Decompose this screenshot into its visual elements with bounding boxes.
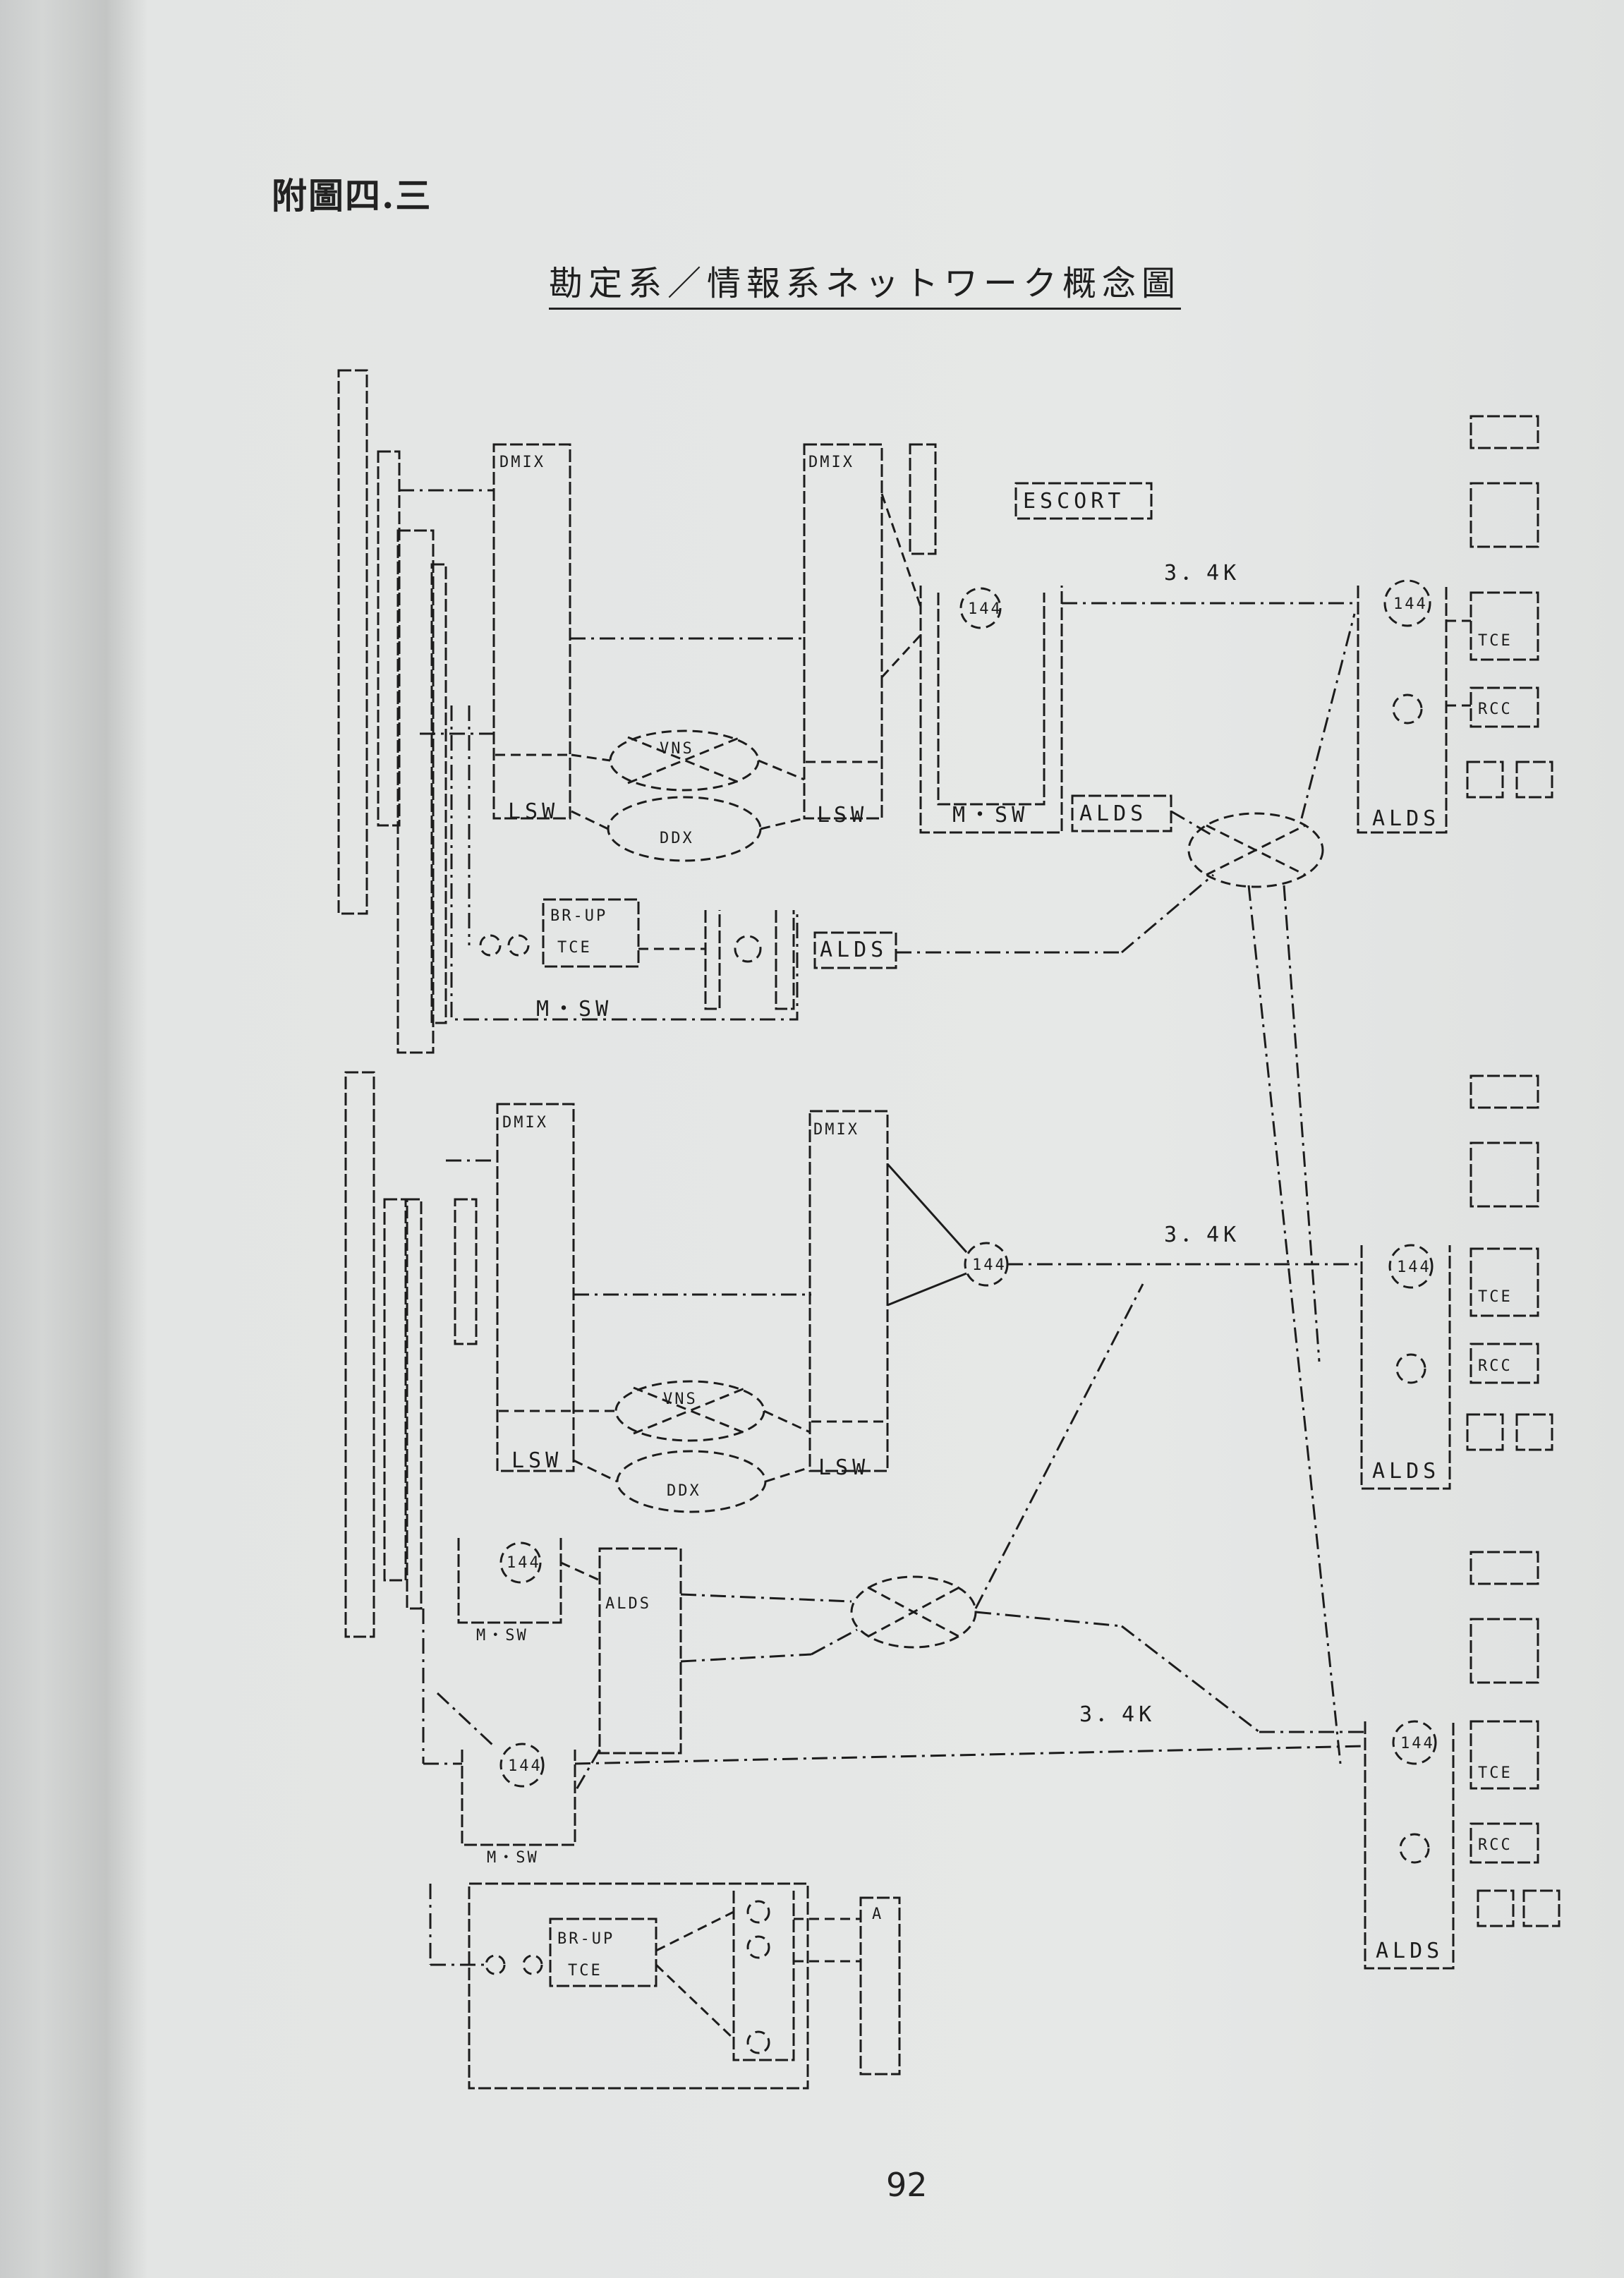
- page-number: 92: [886, 2166, 928, 2204]
- public-network-lower: ALDS 144 M・SW: [457, 1283, 1365, 1755]
- node-label: 144: [972, 1256, 1007, 1274]
- branch-office-2: 144 ALDS TCE RCC: [1360, 1074, 1553, 1490]
- node-label: TCE: [1478, 632, 1513, 650]
- node-label: ALDS: [1376, 1939, 1443, 1963]
- node-label: TCE: [1478, 1764, 1513, 1782]
- node-label: 144: [507, 1554, 541, 1572]
- vns-ddx-upper: VNS DDX: [571, 729, 805, 862]
- node-label: ALDS: [820, 938, 887, 962]
- escort-box: [1014, 482, 1153, 520]
- node-label: RCC: [1478, 701, 1513, 718]
- node-label: LSW: [508, 799, 559, 824]
- node-label: 144: [508, 1757, 543, 1775]
- node-label: BR-UP: [550, 907, 607, 925]
- node-label: DMIX: [499, 454, 545, 471]
- figure-label: 附圖四.三: [272, 175, 432, 217]
- node-label: BR-UP: [557, 1930, 614, 1948]
- computer-center-upper: DMIX LSW: [492, 443, 804, 824]
- remote-block-bottom: BR-UP TCE A: [429, 1882, 901, 2090]
- line-speed-labels: 3．4K 3．4K 3．4K: [1079, 561, 1240, 1727]
- main-office-upper: DMIX LSW ESCORT 144 M・SW ALDS: [803, 443, 1355, 834]
- node-label: DDX: [660, 830, 694, 847]
- node-label: DMIX: [813, 1121, 859, 1139]
- vns-ddx-lower: VNS DDX: [573, 1380, 811, 1513]
- node-label: M・SW: [487, 1849, 539, 1867]
- node-label: VNS: [663, 1391, 698, 1408]
- node-label: ALDS: [1372, 1459, 1440, 1484]
- node-label: ESCORT: [1023, 489, 1125, 514]
- node-label: 144: [1400, 1735, 1435, 1752]
- computer-center-lower: DMIX LSW: [446, 1103, 811, 1473]
- node-label: RCC: [1478, 1836, 1513, 1854]
- node-label: M・SW: [536, 997, 612, 1022]
- branch-office-1: 144 ALDS TCE RCC: [1357, 415, 1553, 834]
- svg-text:A: A: [872, 1906, 883, 1923]
- node-label: LSW: [818, 1455, 869, 1480]
- diagram-title: 勘定系／情報系ネットワーク概念圖: [549, 255, 1182, 310]
- speed-label: 3．4K: [1164, 561, 1240, 586]
- node-label: DMIX: [808, 454, 854, 471]
- osaka-center-lower: DMIX LSW 144: [808, 1110, 1362, 1480]
- node-label: DDX: [667, 1482, 701, 1500]
- node-label: TCE: [557, 939, 592, 957]
- node-label: TCE: [1478, 1288, 1513, 1306]
- node-label: TCE: [568, 1962, 602, 1980]
- node-label: RCC: [1478, 1357, 1513, 1375]
- node-label: 144: [1397, 1259, 1431, 1276]
- public-network-upper: [1170, 613, 1356, 1764]
- node-label: M・SW: [476, 1627, 528, 1644]
- node-label: ALDS: [605, 1595, 651, 1613]
- speed-label: 3．4K: [1079, 1702, 1156, 1727]
- branch-office-3: 144 ALDS TCE RCC: [1364, 1551, 1561, 1970]
- node-label: ALDS: [1079, 801, 1147, 826]
- node-label: LSW: [817, 803, 868, 828]
- speed-label: 3．4K: [1164, 1223, 1240, 1247]
- node-label: M・SW: [952, 803, 1029, 828]
- node-label: DMIX: [502, 1114, 548, 1132]
- node-label: VNS: [660, 740, 694, 758]
- node-label: 144: [1393, 595, 1428, 613]
- node-label: ALDS: [1372, 806, 1440, 831]
- left-line-bars-lower: [344, 1071, 478, 1638]
- node-label: LSW: [511, 1448, 562, 1473]
- lower-msw-block: 144 M・SW: [422, 1608, 1366, 1867]
- left-line-bars-upper: [337, 369, 494, 1054]
- backup-row-upper: BR-UP TCE ALDS M・SW: [450, 705, 1214, 1022]
- node-label: 144: [968, 600, 1002, 618]
